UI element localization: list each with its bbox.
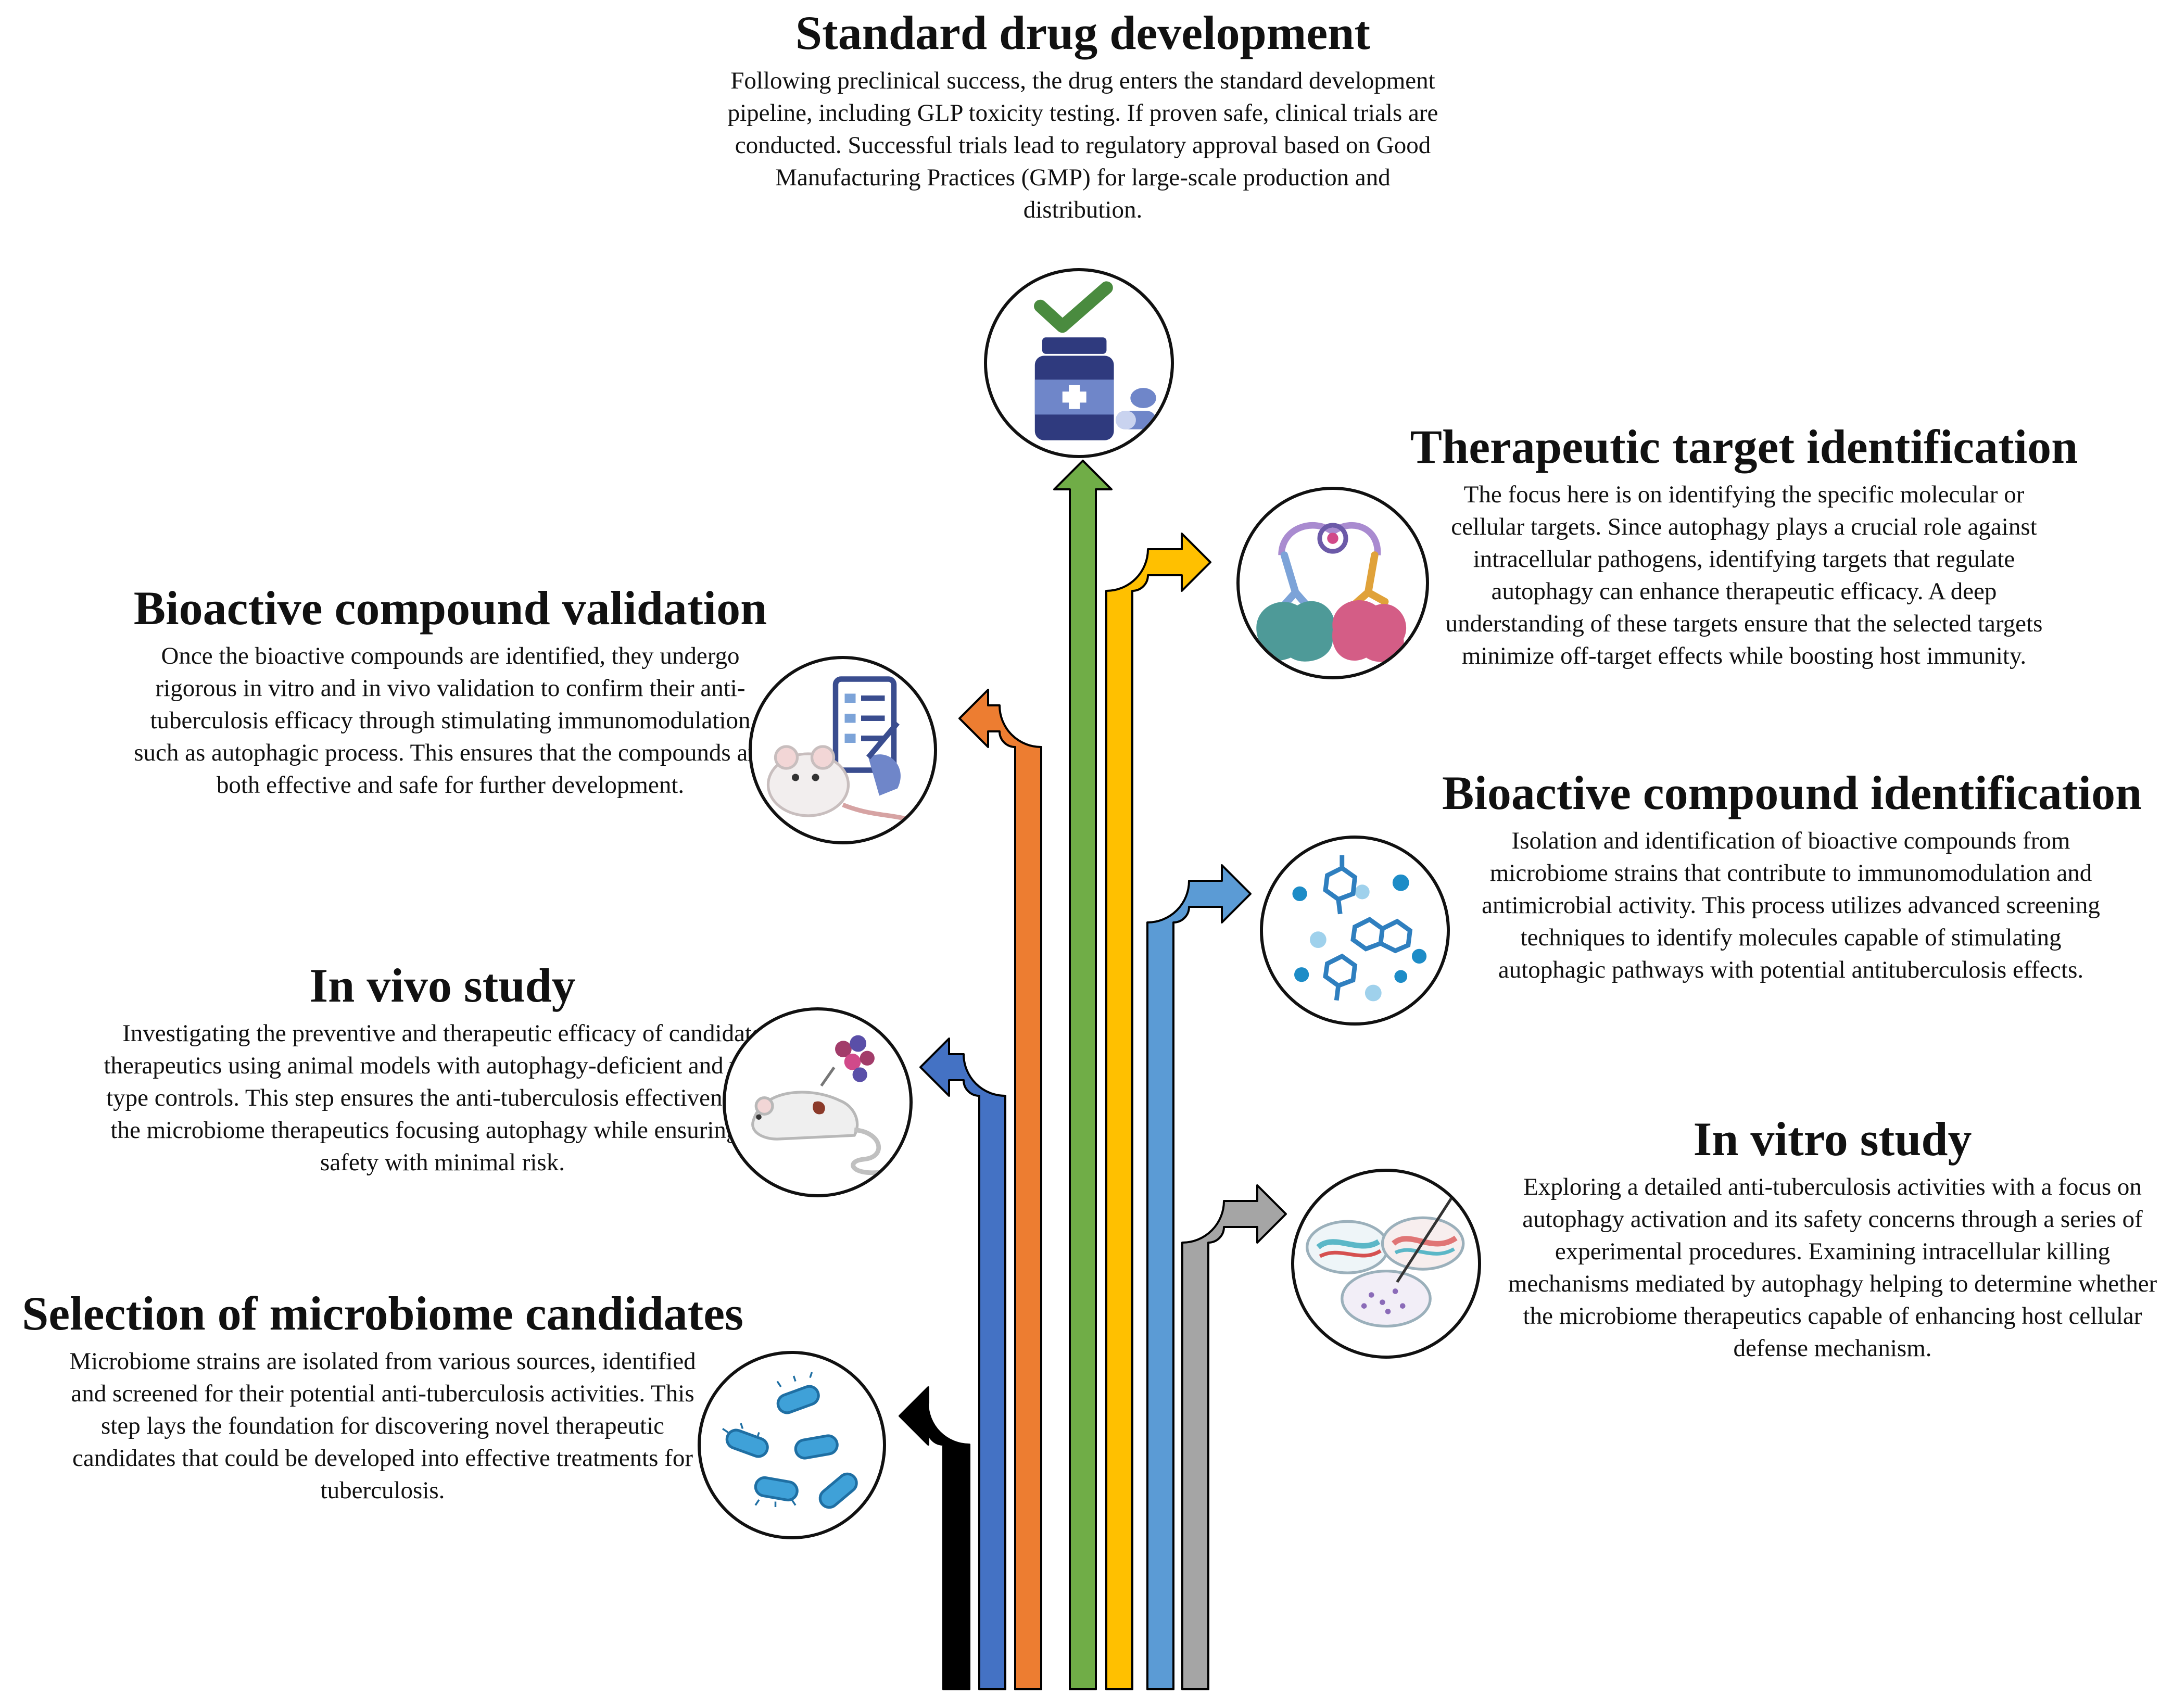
standard-development-title: Standard drug development	[795, 6, 1371, 59]
receptor-protein-icon	[1236, 487, 1429, 679]
in-vivo-title: In vivo study	[309, 959, 576, 1012]
microbiome-selection-block: Selection of microbiome candidates Micro…	[10, 1288, 755, 1507]
molecules-icon	[1260, 836, 1450, 1026]
target-identification-title: Therapeutic target identification	[1410, 420, 2078, 473]
in-vitro-title: In vitro study	[1693, 1112, 1972, 1166]
in-vitro-description: Exploring a detailed anti-tuberculosis a…	[1508, 1173, 2157, 1362]
compound-validation-title: Bioactive compound validation	[133, 581, 767, 635]
compound-identification-description: Isolation and identification of bioactiv…	[1482, 827, 2100, 983]
medicine-bottle-check-icon	[984, 268, 1174, 458]
mouse-checklist-icon	[749, 656, 937, 844]
arrow-in-vitro	[1181, 1184, 1287, 1690]
standard-development-description: Following preclinical success, the drug …	[727, 67, 1438, 223]
target-identification-description: The focus here is on identifying the spe…	[1445, 480, 2043, 669]
lab-rat-icon	[723, 1007, 913, 1197]
compound-identification-title: Bioactive compound identification	[1442, 766, 2142, 819]
in-vitro-block: In vitro study Exploring a detailed anti…	[1494, 1114, 2171, 1364]
compound-validation-block: Bioactive compound validation Once the b…	[104, 583, 797, 801]
in-vivo-description: Investigating the preventive and therape…	[104, 1019, 781, 1176]
microbiome-selection-description: Microbiome strains are isolated from var…	[69, 1347, 696, 1504]
in-vivo-block: In vivo study Investigating the preventi…	[83, 960, 802, 1179]
arrow-validation	[958, 689, 1042, 1690]
compound-identification-block: Bioactive compound identification Isolat…	[1442, 766, 2142, 986]
arrow-standard	[1053, 460, 1113, 1690]
arrow-in-vivo	[919, 1038, 1006, 1690]
arrow-identification	[1146, 864, 1252, 1690]
petri-dishes-icon	[1291, 1169, 1481, 1359]
microbiome-selection-title: Selection of microbiome candidates	[22, 1287, 743, 1340]
standard-development-block: Standard drug development Following prec…	[677, 8, 1489, 226]
bacteria-icon	[698, 1351, 886, 1539]
target-identification-block: Therapeutic target identification The fo…	[1406, 422, 2082, 672]
compound-validation-description: Once the bioactive compounds are identif…	[134, 642, 767, 799]
arrow-target	[1105, 533, 1211, 1690]
arrow-selection	[899, 1386, 970, 1690]
